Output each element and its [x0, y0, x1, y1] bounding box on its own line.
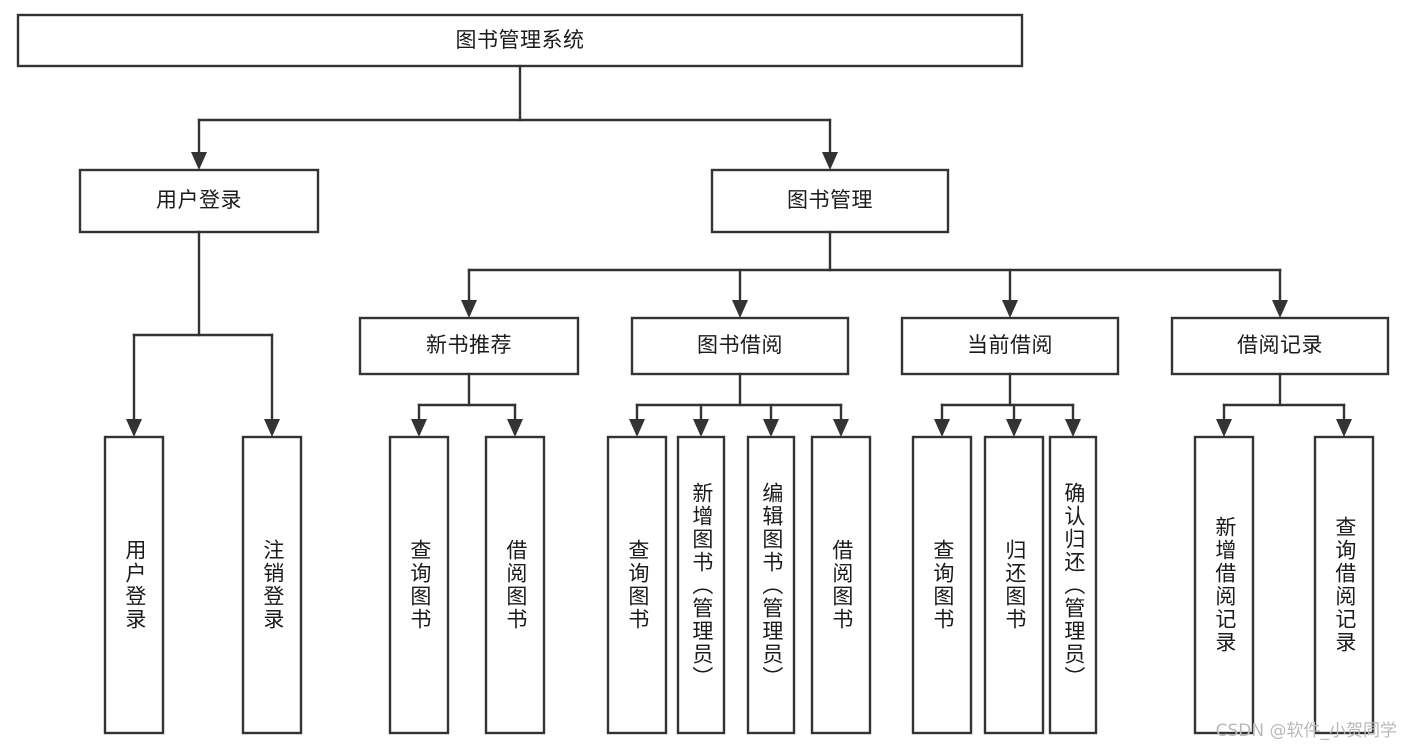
node-new-book-recommend[interactable] — [358, 316, 580, 376]
book-borrow-to-leaf-add-book-arrowhead — [693, 419, 709, 437]
new-book-recommend-to-leaf-borrow-book-1-arrowhead — [507, 419, 523, 437]
node-boxes — [16, 13, 1390, 735]
node-borrow-record[interactable] — [1170, 316, 1390, 376]
node-leaf-add-book[interactable] — [676, 435, 726, 735]
node-leaf-add-record[interactable] — [1193, 435, 1255, 735]
node-leaf-user-login[interactable] — [103, 435, 165, 735]
book-manage-to-new-book-recommend-arrowhead — [461, 300, 477, 318]
node-book-manage[interactable] — [710, 168, 950, 234]
watermark: CSDN @软件_小贺同学 — [1215, 721, 1397, 741]
node-current-borrow[interactable] — [900, 316, 1120, 376]
root-to-book-manage-arrowhead — [822, 152, 838, 170]
node-leaf-edit-book[interactable] — [746, 435, 796, 735]
node-user-login[interactable] — [78, 168, 320, 234]
node-leaf-query-book-1[interactable] — [388, 435, 450, 735]
node-leaf-borrow-book-1[interactable] — [484, 435, 546, 735]
borrow-record-to-leaf-add-record-arrowhead — [1216, 419, 1232, 437]
book-borrow-to-leaf-borrow-book-2-arrowhead — [833, 419, 849, 437]
user-login-to-leaf-user-login-arrowhead — [126, 419, 142, 437]
current-borrow-to-leaf-confirm-return-arrowhead — [1065, 419, 1081, 437]
node-leaf-query-book-2[interactable] — [606, 435, 668, 735]
current-borrow-to-leaf-query-book-3-arrowhead — [934, 419, 950, 437]
root-to-user-login-arrowhead — [191, 152, 207, 170]
borrow-record-to-leaf-query-record-arrowhead — [1336, 419, 1352, 437]
node-leaf-return-book[interactable] — [983, 435, 1045, 735]
book-manage-to-current-borrow-arrowhead — [1002, 300, 1018, 318]
user-login-to-leaf-logout-arrowhead — [264, 419, 280, 437]
node-leaf-confirm-return[interactable] — [1048, 435, 1098, 735]
book-manage-to-book-borrow-arrowhead — [732, 300, 748, 318]
node-leaf-borrow-book-2[interactable] — [810, 435, 872, 735]
connector-lines — [126, 64, 1352, 437]
node-root[interactable] — [16, 13, 1024, 68]
new-book-recommend-to-leaf-query-book-1-arrowhead — [411, 419, 427, 437]
node-book-borrow[interactable] — [630, 316, 850, 376]
current-borrow-to-leaf-return-book-arrowhead — [1006, 419, 1022, 437]
node-leaf-query-record[interactable] — [1313, 435, 1375, 735]
book-borrow-to-leaf-query-book-2-arrowhead — [629, 419, 645, 437]
node-leaf-query-book-3[interactable] — [911, 435, 973, 735]
book-manage-to-borrow-record-arrowhead — [1272, 300, 1288, 318]
book-borrow-to-leaf-edit-book-arrowhead — [763, 419, 779, 437]
node-leaf-logout[interactable] — [241, 435, 303, 735]
